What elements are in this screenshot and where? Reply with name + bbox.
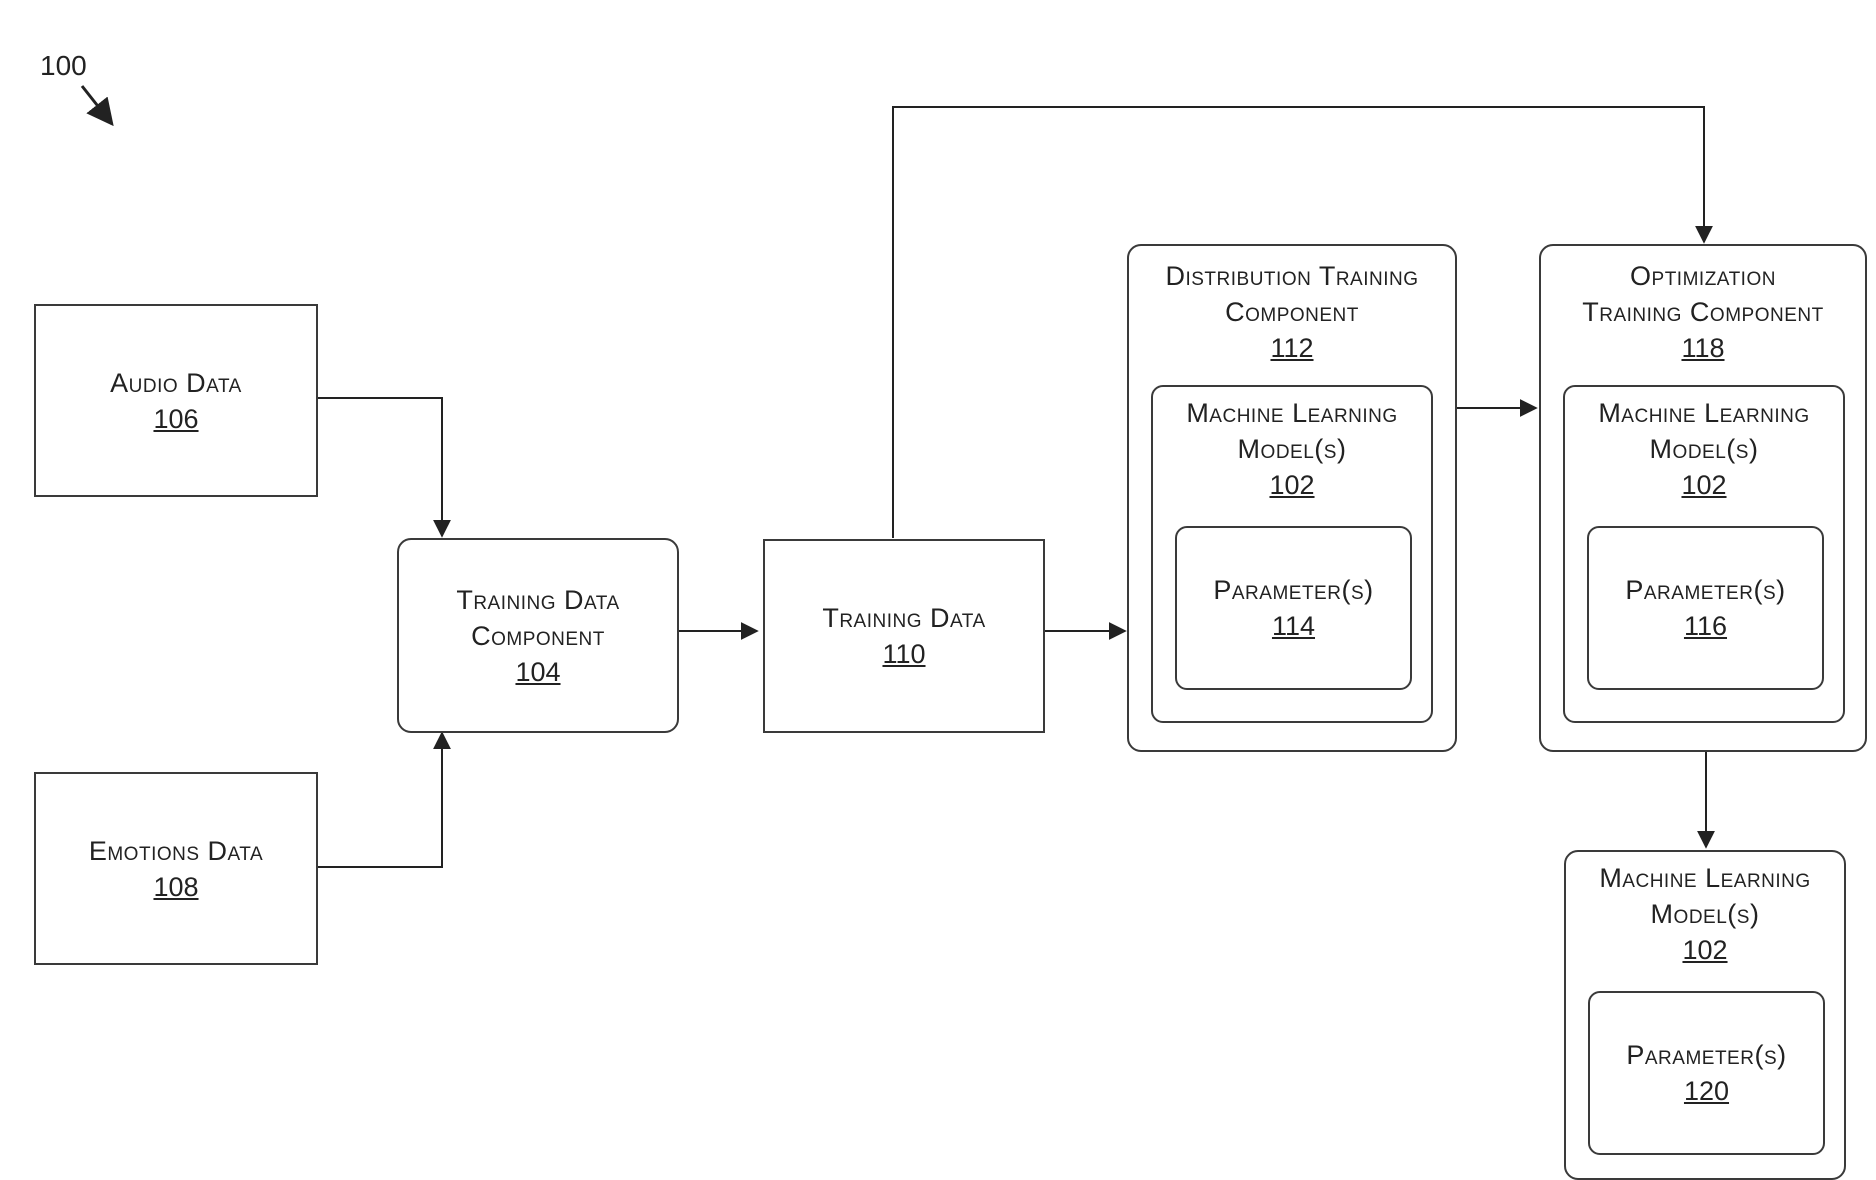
optimization-ml-model-title-line1: Machine Learning [1598,398,1809,428]
optimization-ml-model-box: Machine Learning Model(s) 102 Parameter(… [1563,385,1845,723]
distribution-parameters-box: Parameter(s) 114 [1175,526,1412,690]
emotions-data-ref: 108 [36,869,316,905]
distribution-ml-model-title-line1: Machine Learning [1186,398,1397,428]
distribution-training-component-ref: 112 [1129,330,1455,366]
distribution-training-component-label: Distribution Training Component 112 [1129,258,1455,366]
distribution-ml-model-ref: 102 [1153,467,1431,503]
output-parameters-box: Parameter(s) 120 [1588,991,1825,1155]
output-ml-model-title-line2: Model(s) [1651,899,1760,929]
optimization-parameters-title: Parameter(s) [1625,575,1785,605]
optimization-training-component-ref: 118 [1541,330,1865,366]
audio-data-ref: 106 [36,401,316,437]
distribution-training-component-title-line1: Distribution Training [1165,261,1418,291]
training-data-component-label: Training Data Component 104 [399,582,677,690]
output-ml-model-ref: 102 [1566,932,1844,968]
distribution-training-component-box: Distribution Training Component 112 Mach… [1127,244,1457,752]
figure-pointer-arrow [82,86,112,124]
distribution-ml-model-label: Machine Learning Model(s) 102 [1153,395,1431,503]
distribution-parameters-label: Parameter(s) 114 [1177,572,1410,644]
training-data-component-title-line2: Component [471,621,605,651]
emotions-data-label: Emotions Data 108 [36,833,316,905]
figure-number: 100 [40,50,87,82]
training-data-title: Training Data [822,603,985,633]
optimization-parameters-ref: 116 [1589,608,1822,644]
optimization-ml-model-label: Machine Learning Model(s) 102 [1565,395,1843,503]
optimization-ml-model-title-line2: Model(s) [1650,434,1759,464]
optimization-ml-model-ref: 102 [1565,467,1843,503]
distribution-parameters-ref: 114 [1177,608,1410,644]
output-parameters-ref: 120 [1590,1073,1823,1109]
training-data-component-box: Training Data Component 104 [397,538,679,733]
distribution-ml-model-box: Machine Learning Model(s) 102 Parameter(… [1151,385,1433,723]
optimization-training-component-label: Optimization Training Component 118 [1541,258,1865,366]
optimization-training-component-title-line1: Optimization [1630,261,1776,291]
output-parameters-title: Parameter(s) [1626,1040,1786,1070]
optimization-parameters-box: Parameter(s) 116 [1587,526,1824,690]
audio-to-component-arrow [317,398,442,536]
training-data-box: Training Data 110 [763,539,1045,733]
audio-data-title: Audio Data [110,368,242,398]
optimization-parameters-label: Parameter(s) 116 [1589,572,1822,644]
training-data-ref: 110 [765,636,1043,672]
output-ml-model-title-line1: Machine Learning [1599,863,1810,893]
audio-data-label: Audio Data 106 [36,365,316,437]
training-data-component-ref: 104 [399,654,677,690]
emotions-data-box: Emotions Data 108 [34,772,318,965]
emotions-to-component-arrow [317,733,442,867]
training-data-label: Training Data 110 [765,600,1043,672]
output-ml-model-label: Machine Learning Model(s) 102 [1566,860,1844,968]
distribution-ml-model-title-line2: Model(s) [1238,434,1347,464]
output-ml-model-box: Machine Learning Model(s) 102 Parameter(… [1564,850,1846,1180]
distribution-training-component-title-line2: Component [1225,297,1359,327]
training-data-component-title-line1: Training Data [456,585,619,615]
distribution-parameters-title: Parameter(s) [1213,575,1373,605]
optimization-training-component-title-line2: Training Component [1582,297,1823,327]
output-parameters-label: Parameter(s) 120 [1590,1037,1823,1109]
optimization-training-component-box: Optimization Training Component 118 Mach… [1539,244,1867,752]
audio-data-box: Audio Data 106 [34,304,318,497]
emotions-data-title: Emotions Data [89,836,263,866]
